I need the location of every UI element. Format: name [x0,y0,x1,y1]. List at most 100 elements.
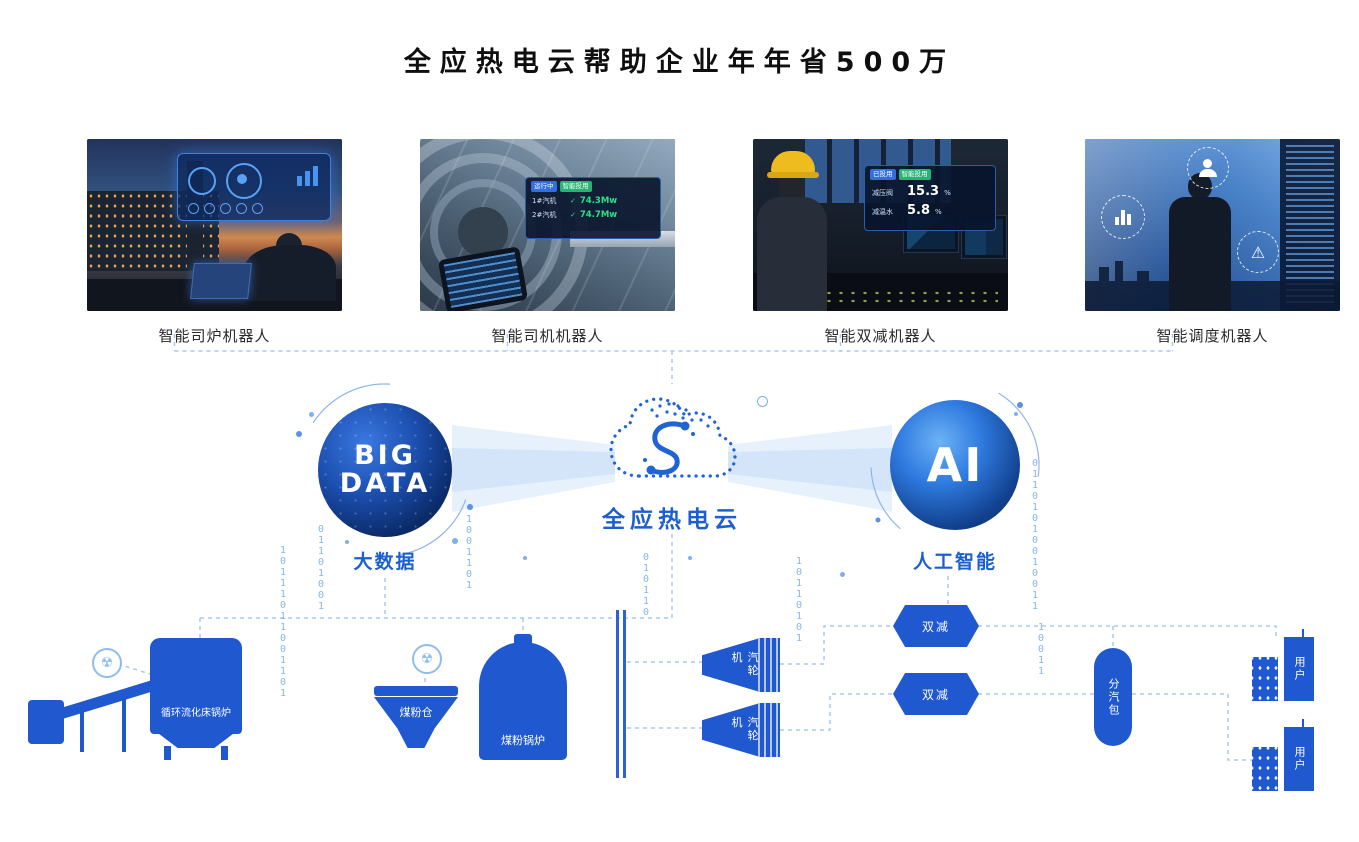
coal-bunker: 煤粉仓 [374,686,458,748]
radiation-icon: ☢ [92,648,122,678]
ai-sphere: AI [890,400,1020,530]
orbit-dot [875,517,881,523]
robot-caption-3: 智能双减机器人 [824,327,937,345]
coal-boiler-label: 煤粉锅炉 [501,734,545,747]
bigdata-label: 大数据 [353,551,417,573]
manager-body [1169,197,1231,311]
binary-stream: 0 1 1 0 1 0 1 0 0 1 0 0 1 1 [1032,458,1039,612]
decor-dot [345,540,349,544]
alert-icon: ⚠ [1250,242,1266,262]
bigdata-text-line1: BIG [354,439,416,471]
turbine-ribs [758,638,780,692]
hard-hat [771,151,815,175]
decor-dot [1014,412,1018,416]
binary-stream: 1 0 1 1 1 0 1 1 0 0 1 1 0 1 [280,545,287,699]
conveyor-leg [80,708,84,752]
status-chip-active: 已投用 [870,169,896,180]
coal-bunker-label: 煤粉仓 [399,706,433,719]
robot-photo-turbine-driver: 运行中 智能投用 1#汽机 ✓ 74.3Mw 2#汽机 ✓ 74.7Mw [420,139,675,311]
operator-body [757,197,827,311]
robot-caption-4: 智能调度机器人 [1156,327,1269,345]
hud-row-unit: % [935,207,942,216]
steam-drum-label: 分汽包 [1107,677,1120,717]
hud-row-value: 15.3 [907,183,940,199]
decor-dot [688,556,692,560]
binary-stream: 1 0 0 1 1 0 1 [466,514,473,591]
conveyor-leg [122,694,126,752]
steam-turbine-1: 汽轮机 [702,638,780,692]
orbit-dot [467,504,473,510]
check-icon: ✓ [570,196,576,205]
decor-dot [840,572,845,577]
cloud-dotted-outline [609,397,737,478]
coal-boiler-body [479,642,567,760]
plant-tower-silhouette [1099,267,1109,281]
cfb-boiler-leg [221,746,228,760]
user-building-2: 用户 [1252,719,1314,791]
turbine-label: 汽轮机 [730,716,759,743]
gauge-icon [188,167,216,195]
building-antenna [1302,629,1304,637]
ai-label: 人工智能 [912,551,997,573]
manager-silhouette [1169,173,1231,311]
person-icon-bubble [1187,147,1229,189]
beam-right-inner [728,448,892,492]
hud-row-label: 2#汽机 [532,210,557,219]
person-silhouette [216,233,336,301]
cfb-boiler-label: 循环流化床锅炉 [161,708,231,719]
hud-row-unit: % [944,188,951,197]
coal-boiler-cap [514,634,532,643]
hud-row-label: 减温水 [872,207,893,216]
operator-silhouette [757,145,829,311]
beam-left-outer [452,425,615,512]
steam-distribution-drum: 分汽包 [1094,648,1132,746]
binary-stream: 1 0 0 1 1 [1038,622,1045,677]
hard-hat-brim [767,172,819,178]
building-annex [1252,747,1278,791]
building-annex [1252,657,1278,701]
coal-feeder-box [28,700,64,744]
user-label: 用户 [1293,656,1306,682]
steam-header-pipe-left [616,610,619,778]
check-icon: ✓ [570,210,576,219]
plant-tower-silhouette [1115,261,1123,281]
user-building-1: 用户 [1252,629,1314,701]
cloud-dot-cluster [650,402,710,428]
hud-row-label: 1#汽机 [532,196,557,205]
status-chip-smart: 智能投用 [898,169,931,180]
robot-photo-boiler-operator [87,139,342,311]
hud-turbine-panel: 运行中 智能投用 1#汽机 ✓ 74.3Mw 2#汽机 ✓ 74.7Mw [525,177,661,239]
hud-status-chips: 已投用 智能投用 [865,166,995,182]
user-label: 用户 [1293,746,1306,772]
hud-row: 减压阀 15.3 % [865,182,995,201]
robot-photo-dual-reduction: 已投用 智能投用 减压阀 15.3 % 减温水 5.8 % [753,139,1008,311]
ai-text: AI [926,438,984,492]
bar-chart-icon [297,164,318,186]
hud-status-chips: 运行中 智能投用 [526,178,660,194]
turbine-ribs [758,703,780,757]
hud-row: 1#汽机 ✓ 74.3Mw [526,194,660,208]
coal-bunker-rim [374,686,458,696]
hud-row-value: 74.7Mw [579,209,618,220]
building-tower: 用户 [1284,637,1314,701]
orbit-dot [1017,402,1023,408]
dual-reduction-unit-2: 双减 [893,673,979,715]
orbit-dot [296,431,302,437]
dual-reduction-unit-1: 双减 [893,605,979,647]
cloud-s-logo [643,421,695,475]
binary-stream: 0 1 1 0 1 0 0 1 [318,524,325,612]
status-chip-running: 运行中 [531,181,557,192]
building-tower: 用户 [1284,727,1314,791]
dial-icon [226,163,262,199]
cloud-label: 全应热电云 [602,507,742,533]
hud-row: 2#汽机 ✓ 74.7Mw [526,208,660,222]
hud-row-label: 减压阀 [872,188,893,197]
robot-card-1: 智能司炉机器人 [87,139,342,346]
robot-photo-dispatch: ⚠ [1085,139,1340,311]
bigdata-text-line2: DATA [339,468,431,499]
laptop-screen [190,263,252,299]
coal-boiler: 煤粉锅炉 [479,634,567,760]
decor-dot [309,412,314,417]
robot-caption-2: 智能司机机器人 [491,327,604,345]
